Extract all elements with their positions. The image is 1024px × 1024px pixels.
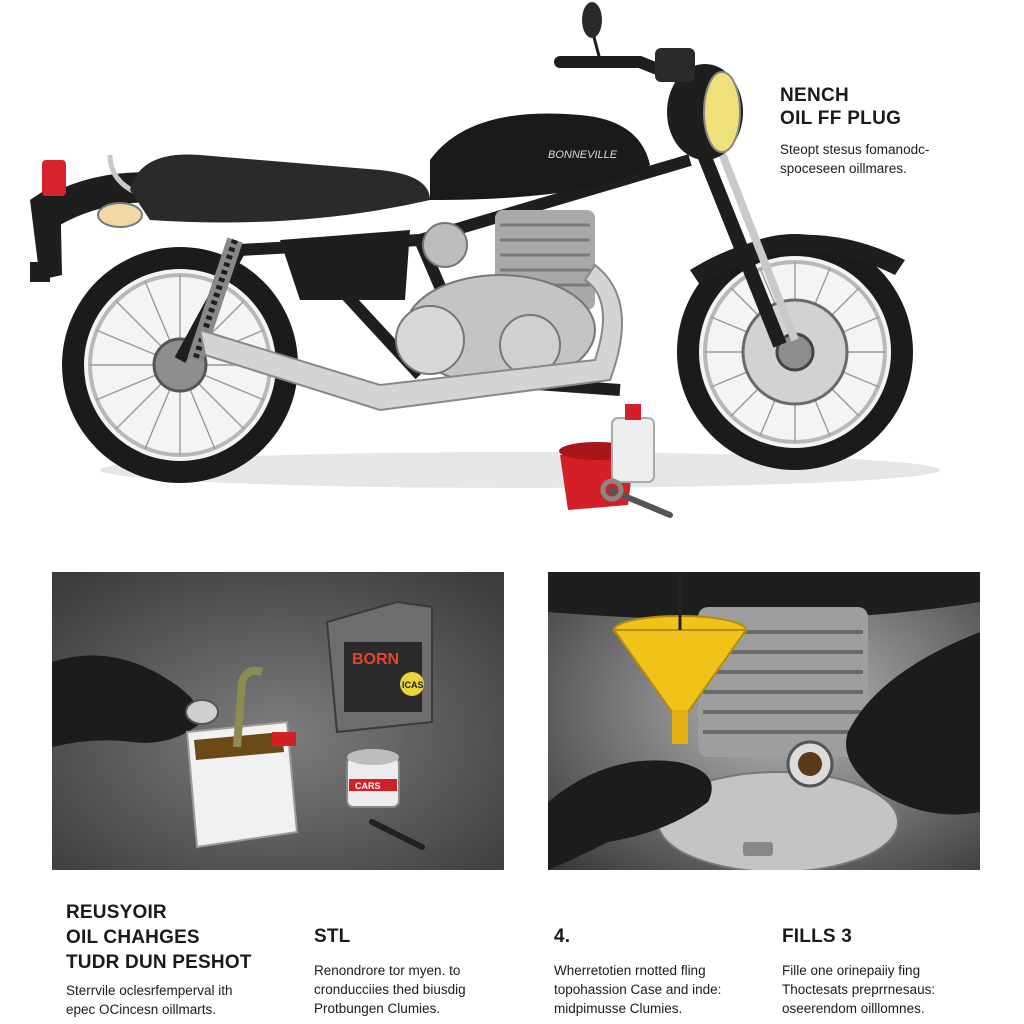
callout-heading: NENCH OIL FF PLUG [780, 85, 902, 129]
oil-filter: CARS [346, 749, 400, 808]
fill-oil-panel [548, 572, 980, 870]
engine-cylinder [657, 607, 899, 870]
rear-indicator [97, 202, 143, 228]
oil-jug: BORN ICAS [325, 600, 433, 734]
step-stl: STL Renondrore tor myen. to cronducciies… [314, 924, 534, 1018]
step-4: 4. Wherretotien rnotted fling topohassio… [554, 924, 774, 1018]
engine [395, 210, 596, 386]
oil-jug-label: BORN [352, 651, 399, 668]
step-reusyoir: REUSYOIR OIL CHAHGES TUDR DUN PESHOT Ste… [66, 900, 296, 1019]
exhaust-pipe [198, 263, 623, 412]
drain-oil-panel: BORN ICAS CARS [52, 572, 504, 870]
oil-jug-tag: ICAS [402, 680, 424, 690]
callout-body: Steopt stesus fomanodc- spoceseen oillma… [780, 142, 930, 176]
oil-bottle [611, 404, 655, 483]
wrench-icon [600, 478, 673, 518]
fuel-tank [430, 113, 650, 200]
oil-container [185, 666, 299, 849]
tank-underside [548, 572, 980, 620]
filter-wrench-icon [369, 819, 425, 850]
motorcycle-illustration: BONNEVILLE [30, 2, 940, 518]
step-body: Fille one orinepaiiy fing Thoctesats pre… [782, 963, 936, 1016]
handlebar [554, 2, 695, 84]
step-body: Wherretotien rnotted fling topohassion C… [554, 963, 722, 1016]
carburetor [422, 222, 468, 268]
gloved-hand [52, 655, 202, 747]
seat [130, 154, 430, 223]
plug-callout: NENCH OIL FF PLUG Steopt stesus fomanodc… [780, 84, 1016, 178]
ground-shadow [100, 452, 940, 488]
right-gloved-hand [846, 632, 980, 815]
step-body: Sterrvile oclesrfemperval ith epec OCinc… [66, 983, 233, 1017]
drain-oil-illustration: BORN ICAS CARS [52, 572, 504, 870]
step-body: Renondrore tor myen. to cronducciies the… [314, 963, 466, 1016]
fill-oil-illustration [548, 572, 980, 870]
drain-plug [185, 699, 219, 725]
step-heading: 4. [554, 926, 571, 947]
tail-light [42, 160, 66, 196]
hero-illustration: BONNEVILLE [30, 2, 940, 518]
step-heading: REUSYOIR OIL CHAHGES TUDR DUN PESHOT [66, 902, 252, 973]
left-gloved-hand [548, 760, 712, 870]
headlight [667, 64, 743, 160]
side-cover [280, 230, 410, 300]
step-fills-3: FILLS 3 Fille one orinepaiiy fing Thocte… [782, 924, 1012, 1018]
rear-wheel [62, 247, 298, 483]
tank-badge: BONNEVILLE [548, 149, 618, 161]
step-heading: FILLS 3 [782, 926, 853, 947]
oil-filter-label: CARS [355, 781, 381, 791]
mirror [582, 2, 602, 38]
step-heading: STL [314, 926, 351, 947]
